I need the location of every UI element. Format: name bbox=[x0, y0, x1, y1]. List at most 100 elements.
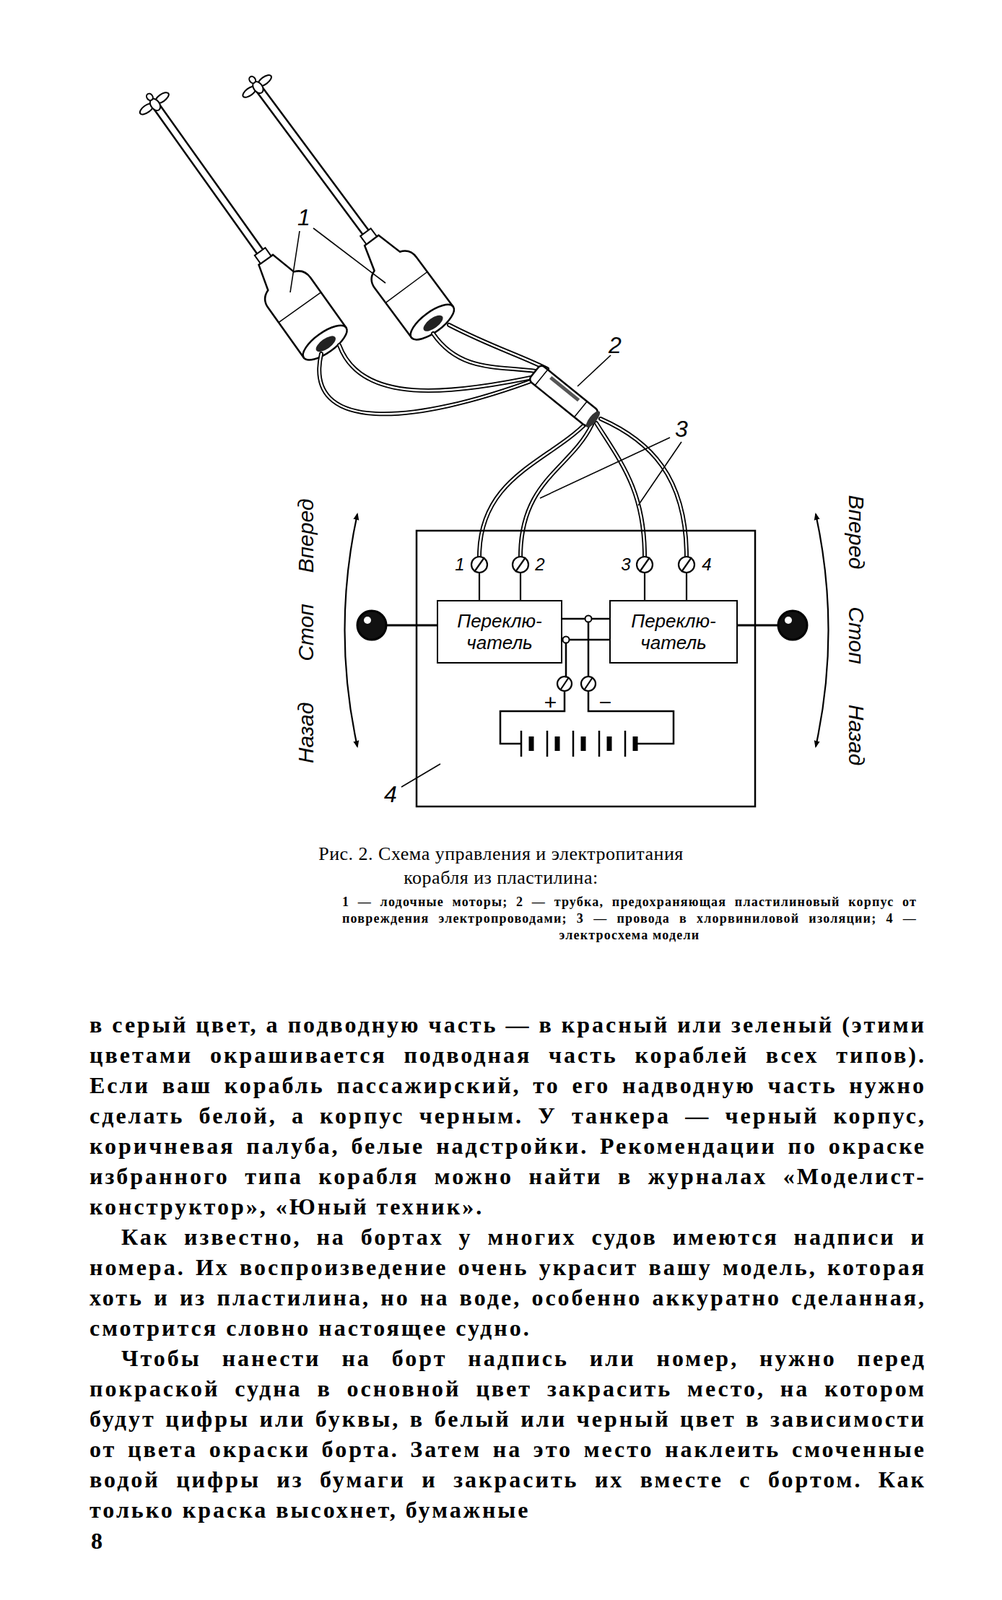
terminal bbox=[681, 557, 692, 572]
supply-wire bbox=[587, 618, 590, 677]
insulated-wire bbox=[596, 423, 645, 557]
protective-tube bbox=[584, 409, 603, 430]
protective-tube bbox=[528, 363, 600, 427]
direction-label: Назад bbox=[845, 704, 868, 766]
direction-arc bbox=[345, 513, 359, 747]
terminal bbox=[519, 572, 522, 600]
terminal bbox=[557, 676, 572, 691]
terminal bbox=[478, 572, 481, 600]
callout-number: 1 bbox=[297, 205, 311, 229]
direction-label: Вперед bbox=[295, 498, 317, 574]
outboard-motor bbox=[229, 61, 460, 346]
terminal bbox=[639, 557, 650, 572]
insulated-wire bbox=[433, 333, 545, 373]
leader-line bbox=[290, 228, 682, 787]
callout-number: 2 bbox=[608, 333, 622, 357]
insulated-wire bbox=[433, 333, 545, 373]
protective-tube bbox=[534, 369, 587, 418]
insulated-wire bbox=[319, 324, 687, 557]
battery-plate bbox=[607, 736, 613, 751]
terminal bbox=[581, 676, 596, 691]
supply-wire bbox=[564, 639, 566, 677]
terminal bbox=[512, 556, 529, 573]
outboard-motor bbox=[126, 78, 352, 367]
battery-plate bbox=[555, 736, 561, 751]
terminal bbox=[636, 556, 653, 573]
callout-number: 3 bbox=[674, 417, 688, 441]
terminal bbox=[560, 677, 569, 691]
insulated-wire bbox=[319, 324, 687, 557]
direction-label: Стоп bbox=[845, 606, 868, 665]
switch-label: Переклю- чатель bbox=[443, 610, 556, 654]
direction-label: Назад bbox=[295, 702, 317, 764]
insulated-wire bbox=[479, 421, 588, 557]
paragraph: в серый цвет, а подводную часть — в крас… bbox=[89, 1009, 927, 1222]
insulated-wire bbox=[596, 423, 645, 557]
polarity-sign: + bbox=[543, 691, 557, 714]
battery-plate bbox=[624, 730, 627, 757]
paragraph: Как известно, на бортах у многих судов и… bbox=[89, 1221, 927, 1343]
battery bbox=[500, 690, 674, 757]
outboard-motor bbox=[126, 61, 460, 367]
terminal bbox=[643, 572, 646, 600]
terminal bbox=[678, 556, 695, 573]
switch-label: Переклю- чатель bbox=[616, 610, 731, 654]
terminal bbox=[685, 572, 688, 600]
control-lever bbox=[357, 610, 387, 640]
battery-plate bbox=[581, 736, 587, 751]
callout-number: 4 bbox=[384, 782, 398, 806]
terminal bbox=[471, 556, 488, 573]
schematic-housing bbox=[416, 530, 756, 807]
terminal-number: 3 bbox=[620, 555, 631, 574]
insulated-wire bbox=[449, 324, 548, 369]
battery-plate bbox=[546, 730, 549, 757]
insulated-wire bbox=[479, 421, 588, 557]
direction-arc bbox=[345, 513, 829, 747]
leader-line bbox=[539, 437, 670, 499]
direction-label: Стоп bbox=[295, 603, 317, 662]
paragraph: Чтобы нанести на борт надпись или номер,… bbox=[89, 1342, 927, 1525]
polarity-sign: − bbox=[598, 691, 612, 714]
control-lever bbox=[784, 616, 792, 624]
terminal-number: 1 bbox=[454, 555, 465, 574]
terminal bbox=[515, 557, 526, 572]
leader-line bbox=[290, 231, 300, 293]
junction-dot bbox=[585, 615, 592, 623]
battery-plate bbox=[529, 736, 535, 751]
wire bbox=[635, 742, 653, 746]
battery bbox=[516, 730, 653, 757]
control-lever bbox=[357, 610, 808, 640]
caption-key: 1 — лодочные моторы; 2 — трубка, предохр… bbox=[342, 893, 917, 944]
insulated-wire bbox=[600, 418, 687, 557]
leader-line bbox=[313, 228, 386, 283]
wire bbox=[516, 742, 522, 746]
leader-line bbox=[577, 355, 611, 387]
leader-line bbox=[638, 441, 682, 506]
terminal bbox=[584, 677, 593, 691]
insulated-wire bbox=[319, 353, 539, 414]
figure-caption: Рис. 2. Схема управления и электропитани… bbox=[310, 841, 692, 890]
terminal-number: 2 bbox=[534, 555, 545, 574]
control-lever bbox=[386, 624, 437, 627]
leader-line bbox=[401, 763, 441, 787]
insulated-wire bbox=[449, 324, 548, 369]
insulated-wire bbox=[319, 324, 687, 557]
battery bbox=[500, 690, 565, 744]
control-lever bbox=[734, 624, 779, 627]
battery-plate bbox=[598, 730, 601, 757]
terminal bbox=[474, 557, 485, 572]
battery bbox=[588, 690, 674, 744]
switch-box: Переклю- чатель bbox=[609, 599, 738, 664]
control-lever bbox=[363, 616, 372, 624]
protective-tube bbox=[550, 377, 579, 400]
terminal-number: 4 bbox=[701, 555, 712, 574]
page-number: 8 bbox=[90, 1528, 103, 1553]
body-text: в серый цвет, а подводную часть — в крас… bbox=[89, 1009, 927, 1525]
control-lever bbox=[778, 610, 808, 640]
direction-arc bbox=[815, 513, 829, 747]
switch-box: Переклю- чатель bbox=[436, 599, 563, 664]
direction-label: Вперед bbox=[845, 495, 868, 570]
junction-dot bbox=[563, 636, 570, 644]
battery-plate bbox=[572, 730, 575, 757]
